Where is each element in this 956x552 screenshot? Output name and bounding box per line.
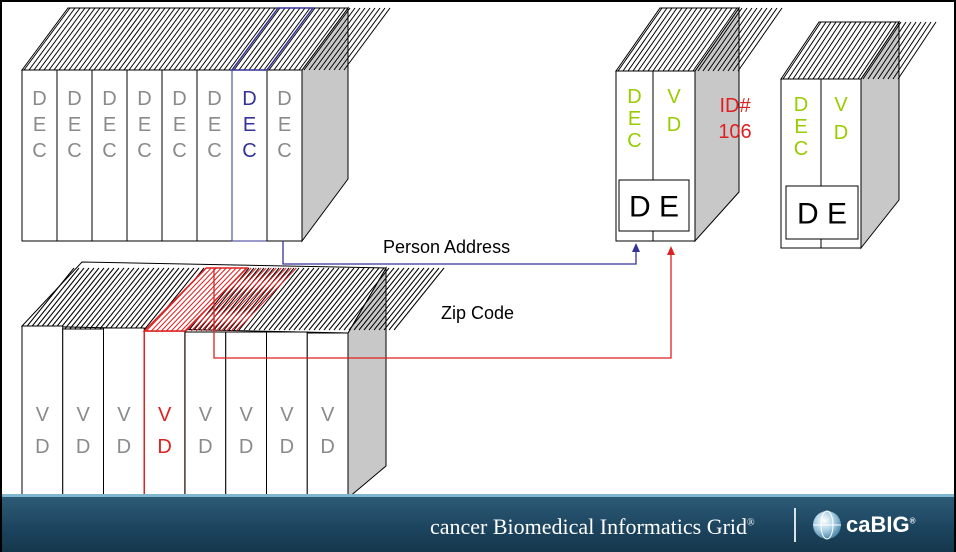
de-box <box>618 179 690 232</box>
zip-code-label: Zip Code <box>441 303 514 323</box>
cabig-logo: caBIG® <box>846 512 916 538</box>
de-label: D E <box>629 191 679 224</box>
person-address-label: Person Address <box>383 237 510 257</box>
globe-icon <box>813 510 841 540</box>
cabig-logo-label: caBIG <box>846 512 910 537</box>
vd-binder <box>103 327 145 494</box>
dec-highlight-top <box>230 7 315 71</box>
de-box <box>785 185 859 240</box>
vd-binder <box>62 328 104 494</box>
person-address-link: Person Address <box>282 237 640 265</box>
footer-brand-label: cancer Biomedical Informatics Grid <box>430 514 748 539</box>
dec-binder <box>266 69 303 242</box>
footer-separator <box>794 508 796 542</box>
footer-brand-mark: ® <box>747 517 755 529</box>
de-label: D E <box>797 198 847 231</box>
zip-code-link: Zip Code <box>213 246 675 359</box>
vd-binder <box>143 330 186 494</box>
footer-accent-line <box>2 494 954 497</box>
footer-brand-text: cancer Biomedical Informatics Grid® <box>430 514 755 540</box>
footer-banner: cancer Biomedical Informatics Grid® caBI… <box>2 494 954 552</box>
de-id-label: ID#106 <box>718 95 751 143</box>
vd-binder <box>184 331 227 494</box>
vd-binder <box>306 332 349 494</box>
vd-highlight-top <box>142 267 297 332</box>
cabig-logo-mark: ® <box>909 516 916 526</box>
vd-binder <box>225 331 267 494</box>
